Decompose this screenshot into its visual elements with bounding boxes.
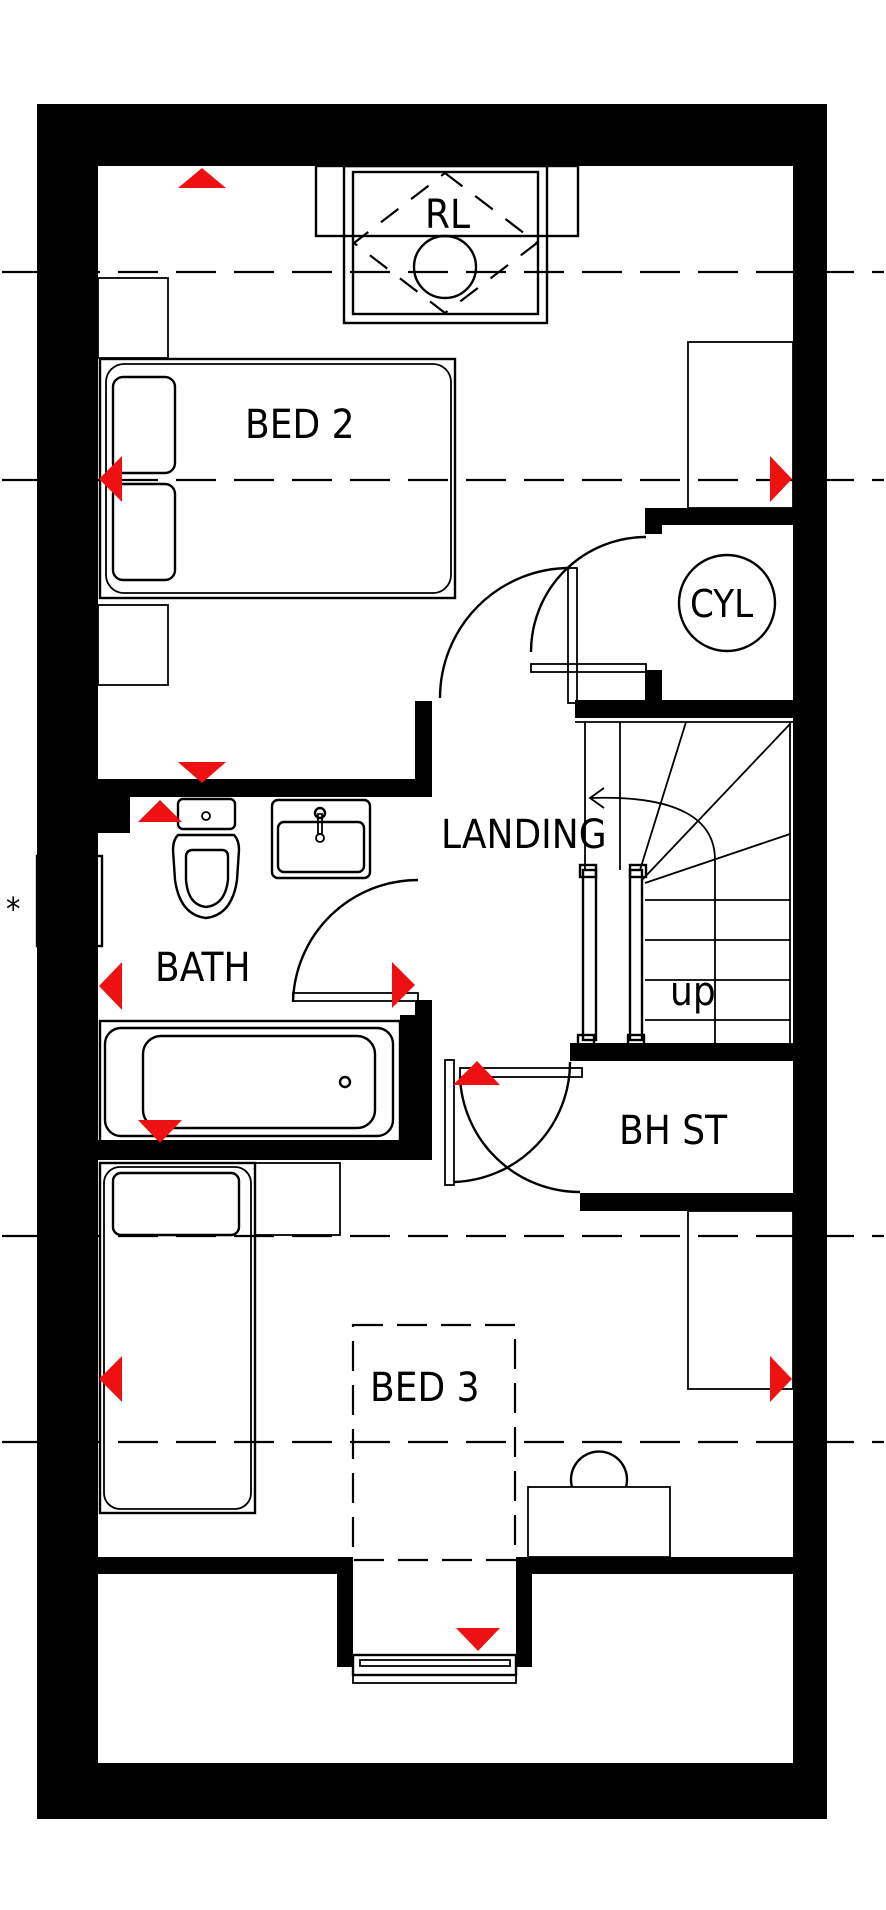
- arrow-bed2-down: [178, 762, 226, 783]
- internal-walls: [98, 508, 793, 1667]
- room-label-cylinder: CYL: [690, 582, 754, 626]
- arrow-bed2-right: [770, 456, 792, 502]
- arrow-bath-left: [99, 962, 122, 1010]
- bed2-furniture: [97, 277, 794, 686]
- stairs-up-label: up: [670, 969, 716, 1015]
- bath-fixtures: [35, 797, 419, 1144]
- bhst-door: [444, 1059, 583, 1194]
- arrow-bath-up: [138, 800, 182, 822]
- outer-walls: [37, 104, 827, 1819]
- arrow-bed3-down: [456, 1628, 500, 1651]
- room-label-bed2: BED 2: [245, 402, 355, 448]
- arrow-bed2-left: [99, 456, 122, 502]
- room-label-landing: LANDING: [441, 812, 607, 858]
- bed3-furniture: [98, 1161, 794, 1684]
- room-label-bath: BATH: [155, 945, 251, 991]
- arrow-bed3-up: [453, 1061, 500, 1085]
- arrow-bed3-left: [99, 1356, 122, 1402]
- room-label-rooflight: RL: [425, 192, 471, 238]
- staircase: [575, 721, 793, 1049]
- room-label-bhst: BH ST: [619, 1108, 728, 1154]
- cylinder-cupboard: [438, 535, 777, 704]
- dimension-arrows: [99, 168, 792, 1651]
- arrow-bed3-right: [770, 1356, 792, 1402]
- room-label-bed3: BED 3: [370, 1365, 480, 1411]
- asterisk-marker: *: [6, 890, 21, 928]
- arrow-bath-down: [138, 1120, 182, 1143]
- arrow-bed2-up: [178, 168, 226, 188]
- arrow-bath-right: [392, 962, 415, 1008]
- roof-light: [314, 164, 580, 325]
